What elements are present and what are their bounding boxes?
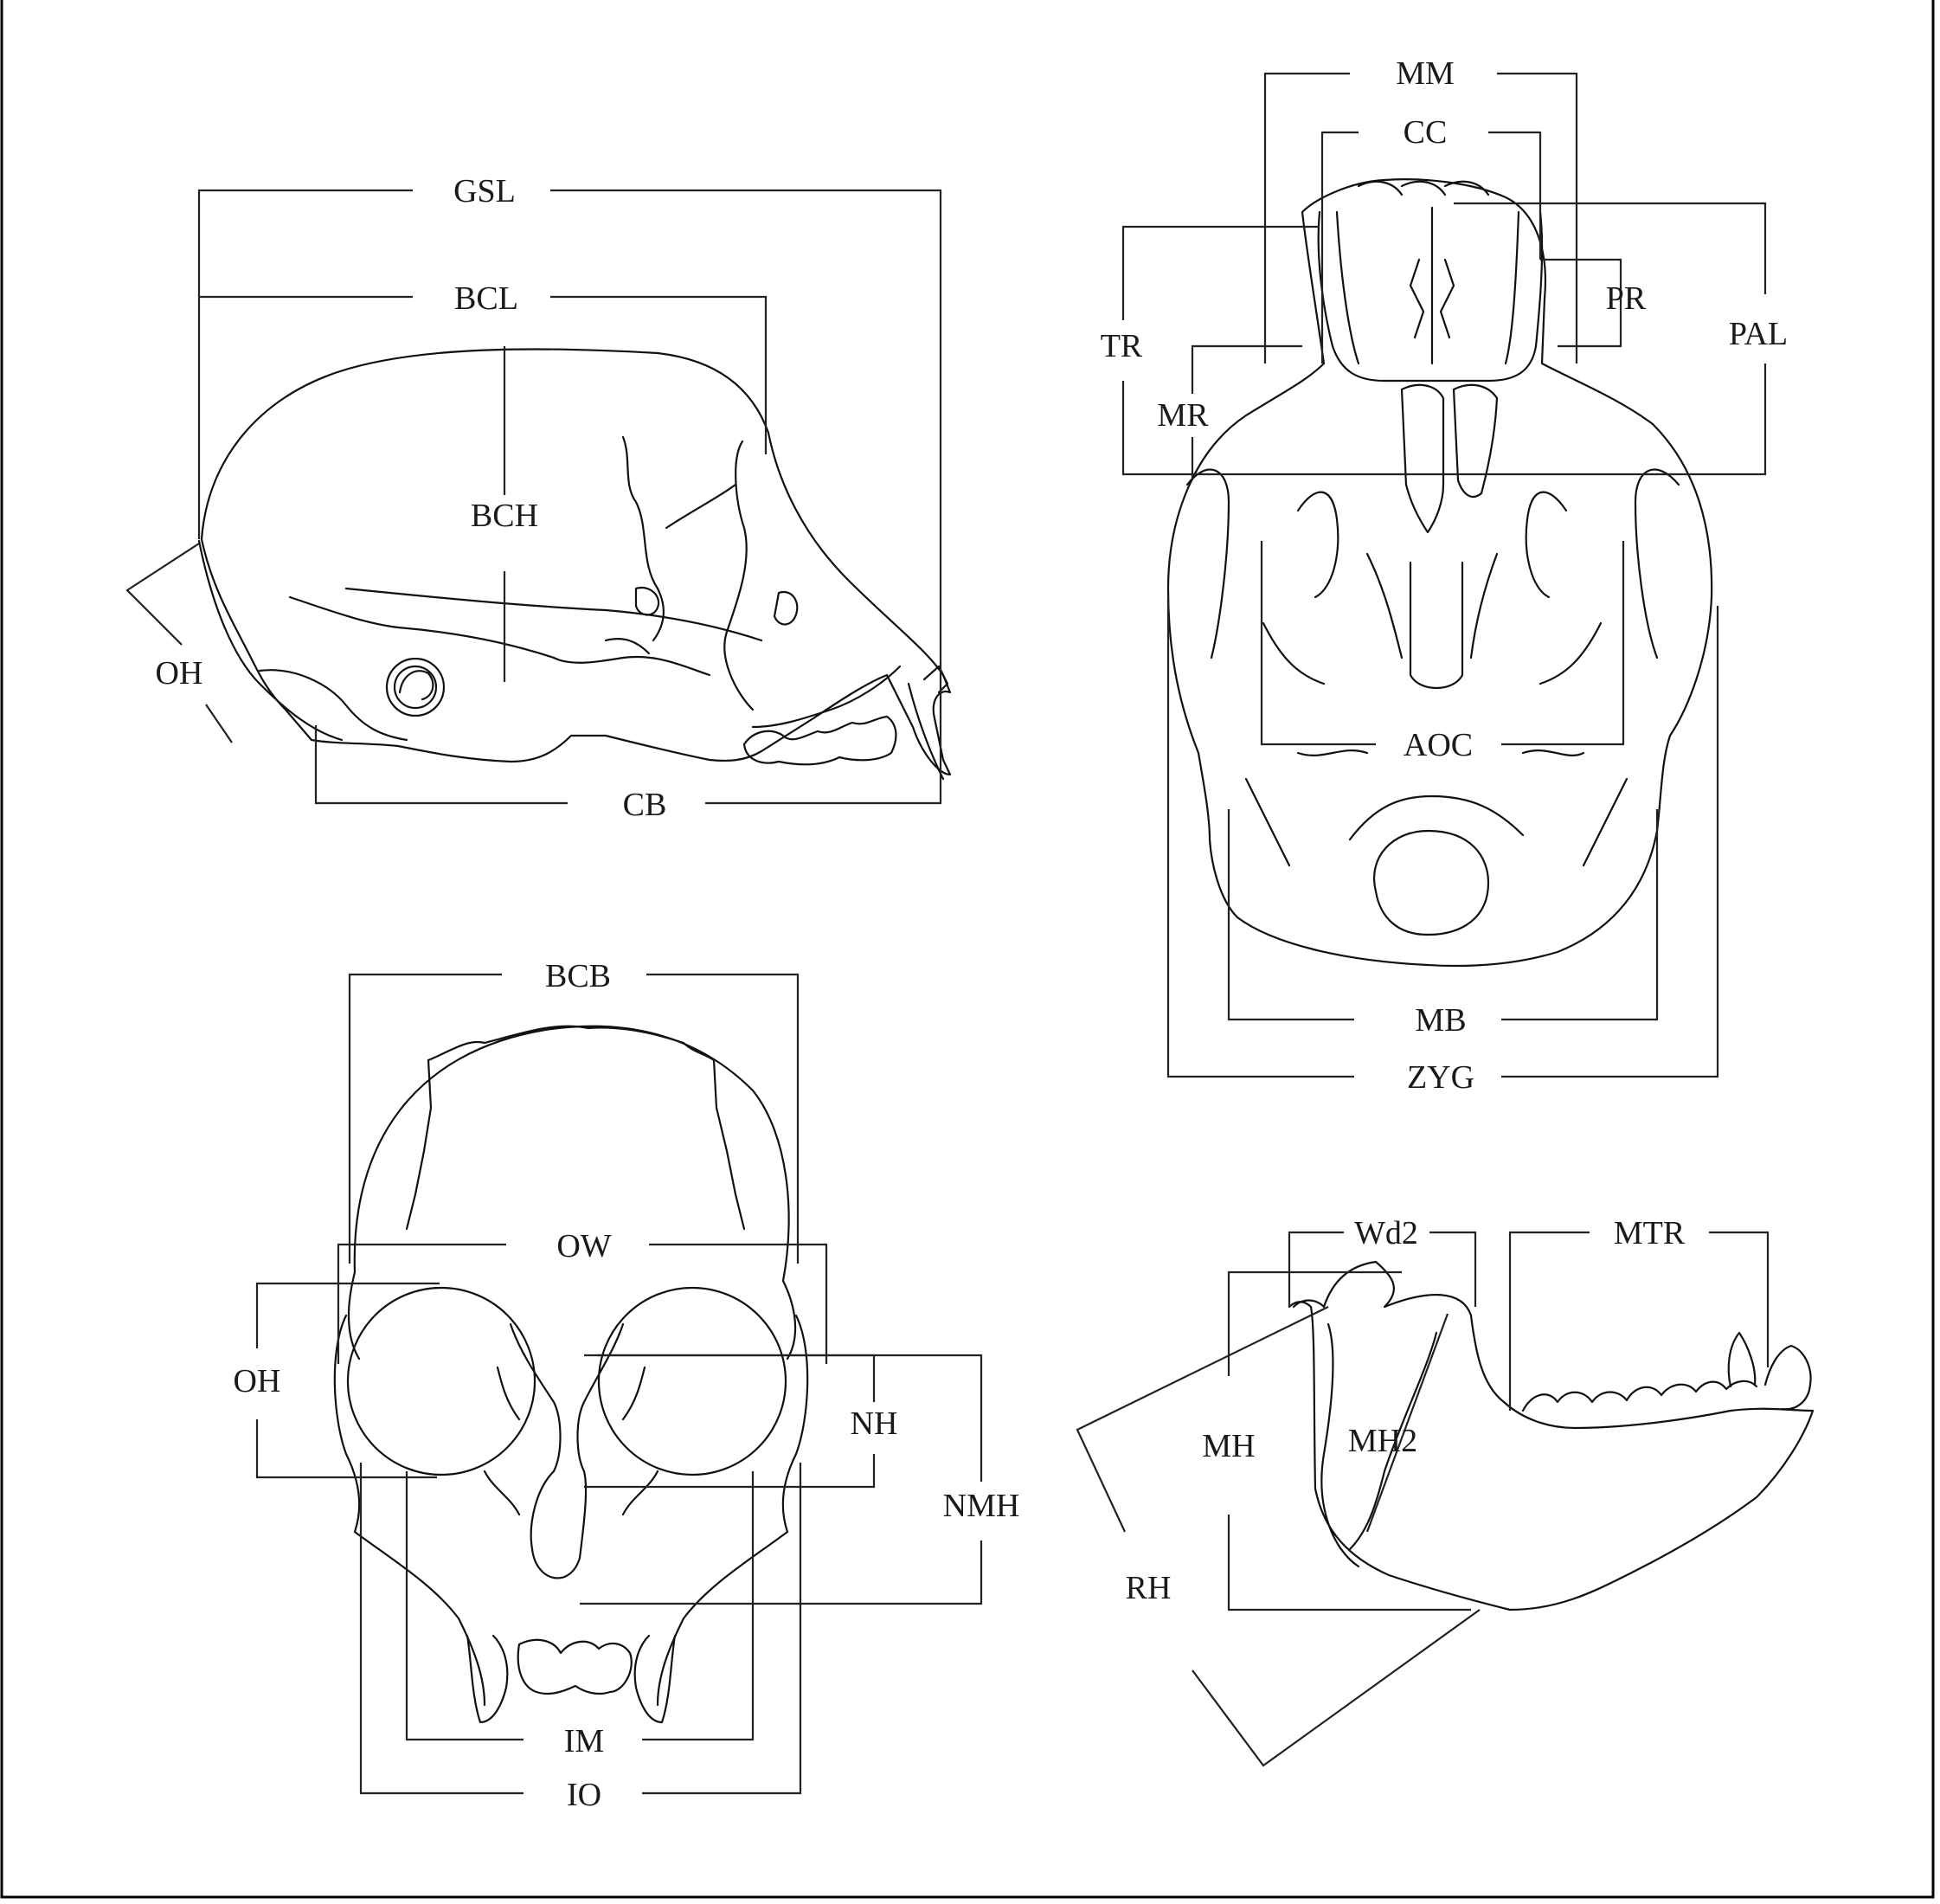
label-mr: MR xyxy=(1157,397,1209,434)
lateral-measurement-lines xyxy=(125,189,942,805)
mandible-measurement-lines xyxy=(1076,1231,1770,1767)
label-ow: OW xyxy=(556,1228,611,1264)
label-io: IO xyxy=(567,1777,601,1813)
label-mtr: MTR xyxy=(1614,1215,1686,1251)
label-mm: MM xyxy=(1396,55,1455,92)
label-pr: PR xyxy=(1606,280,1647,317)
label-bcl: BCL xyxy=(454,280,518,317)
lateral-skull-panel: GSL BCL BCH OH CB xyxy=(125,173,952,823)
lateral-skull-drawing xyxy=(197,348,952,781)
label-oh-lateral: OH xyxy=(156,655,203,691)
label-zyg: ZYG xyxy=(1407,1059,1474,1096)
basal-skull-drawing xyxy=(1166,178,1713,968)
frontal-measurement-lines xyxy=(255,973,983,1795)
label-rh: RH xyxy=(1126,1570,1172,1606)
label-pal: PAL xyxy=(1729,316,1788,352)
label-cb: CB xyxy=(623,787,667,823)
frontal-skull-drawing xyxy=(333,1025,809,1724)
label-mh2: MH2 xyxy=(1348,1423,1417,1459)
label-nh: NH xyxy=(851,1405,898,1442)
label-aoc: AOC xyxy=(1404,727,1473,763)
basal-measurement-lines xyxy=(1121,72,1767,1078)
basal-skull-panel: MM CC PR PAL TR MR AOC MB ZYG xyxy=(1101,55,1788,1096)
label-mb: MB xyxy=(1415,1002,1466,1039)
mandible-panel: Wd2 MTR MH MH2 RH xyxy=(1076,1215,1815,1767)
label-nmh: NMH xyxy=(943,1488,1020,1524)
frontal-skull-panel: BCB OW OH NH NMH IM IO xyxy=(234,958,1020,1813)
label-bch: BCH xyxy=(471,498,538,534)
label-im: IM xyxy=(564,1723,604,1759)
label-mh: MH xyxy=(1202,1428,1255,1464)
label-tr: TR xyxy=(1101,328,1143,364)
label-oh-frontal: OH xyxy=(234,1363,281,1399)
label-bcb: BCB xyxy=(545,958,611,994)
label-cc: CC xyxy=(1404,114,1448,151)
label-wd2: Wd2 xyxy=(1354,1215,1418,1251)
label-gsl: GSL xyxy=(453,173,516,209)
mandible-drawing xyxy=(1288,1260,1815,1611)
